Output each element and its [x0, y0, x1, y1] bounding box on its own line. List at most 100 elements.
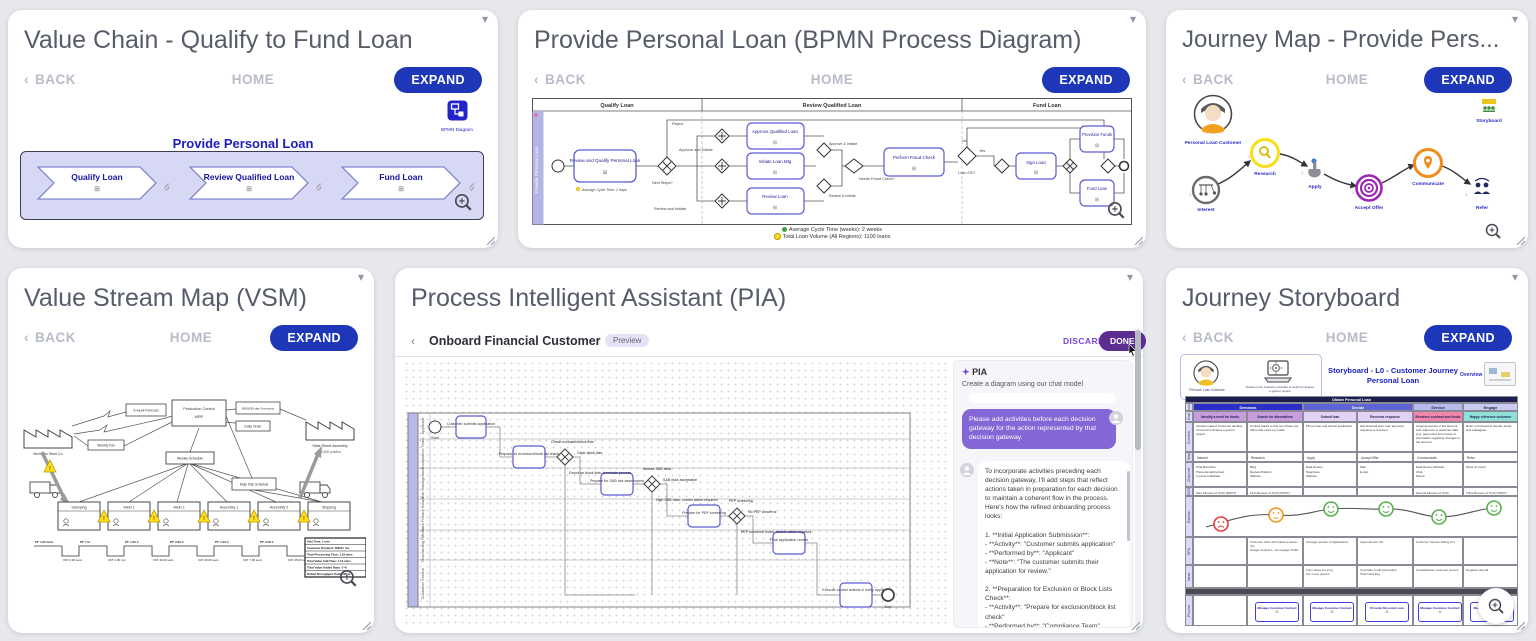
mot-cell: Third Moment of Truth (TMOT)	[1463, 487, 1518, 496]
bpmn-gateway[interactable]	[657, 156, 677, 176]
bpmn-gateway[interactable]	[1100, 158, 1116, 174]
svg-text:PT: 1.00 mins: PT: 1.00 mins	[35, 540, 54, 544]
chevron-left-icon: ‹	[534, 72, 539, 87]
vsm-info-boxes[interactable]: 6-week Forecast Production Control MRP 9…	[87, 399, 281, 491]
overview-link[interactable]: Overview	[1460, 372, 1483, 378]
back-button[interactable]: ‹BACK	[1182, 72, 1234, 87]
chat-header: ✦ PIA	[962, 367, 988, 377]
paperclip-icon	[164, 183, 169, 191]
bpmn-diagram-canvas[interactable]: Qualify Loan Review Qualified Loan Fund …	[532, 98, 1132, 225]
bpmn-gateway[interactable]	[714, 128, 730, 209]
pia-task[interactable]: Customer submits application Prepare for…	[447, 415, 890, 608]
journey-canvas[interactable]: 1 Interest 1 Research 1 Apply 1 Accept O…	[1174, 138, 1520, 238]
bpmn-task[interactable]: Approve Qualified Loan ⊞ Initiate Loan M…	[746, 122, 805, 215]
value-chain-step[interactable]: Qualify Loan ⊞	[36, 166, 157, 200]
expand-button[interactable]: EXPAND	[394, 67, 482, 93]
journey-step-refer[interactable]: 1 Refer	[1465, 177, 1490, 212]
chevron-down-icon[interactable]: ▾	[1511, 270, 1518, 284]
journey-step-interest[interactable]: 1 Interest	[1189, 175, 1221, 213]
resize-handle[interactable]	[361, 620, 371, 630]
storyboard-info-box[interactable]: Persona: Loan Customer Solution tool: Cu…	[1180, 354, 1322, 400]
chevron-down-icon[interactable]: ▾	[1511, 12, 1518, 26]
journey-step-communicate[interactable]: 1 Communicate	[1411, 148, 1444, 188]
journey-step-research[interactable]: 1 Research	[1248, 138, 1280, 178]
vsm-canvas[interactable]: Michigan Steel Co State Street Assembly …	[14, 390, 366, 585]
chat-scrollbar[interactable]	[1127, 471, 1130, 541]
done-button[interactable]: DONE	[1099, 331, 1146, 351]
chevron-down-icon[interactable]: ▾	[1129, 12, 1136, 26]
expand-button[interactable]: EXPAND	[1424, 67, 1512, 93]
journey-step-apply[interactable]: 1 Apply	[1301, 158, 1322, 190]
supplier-factory[interactable]: Michigan Steel Co	[23, 429, 73, 456]
idea-cell: Negative referral	[1463, 565, 1518, 588]
card-scrollbar[interactable]	[1135, 328, 1141, 626]
pia-gateways[interactable]	[556, 448, 746, 525]
board-title: Storyboard - L0 - Customer Journey Perso…	[1328, 366, 1458, 385]
zoom-button[interactable]	[1478, 588, 1514, 624]
card-title: Value Chain - Qualify to Fund Loan	[24, 26, 413, 54]
storyboard-label: Storyboard	[1476, 119, 1502, 124]
value-chain-container[interactable]: Qualify Loan ⊞ Review Qualified Loan ⊞ F…	[20, 151, 484, 220]
svg-text:Check exclusion/block lists: Check exclusion/block lists	[551, 440, 594, 444]
chevron-down-icon[interactable]: ▾	[357, 270, 364, 284]
back-chevron-icon[interactable]: ‹	[411, 334, 415, 348]
expand-button[interactable]: EXPAND	[1424, 325, 1512, 351]
lane-header: Review Qualified Loan	[803, 103, 862, 109]
chevron-down-icon[interactable]: ▾	[481, 12, 488, 26]
vsm-process-boxes[interactable]: Stamping Weld 1 Weld 2 Assembly 1 Assemb…	[57, 501, 351, 531]
storyboard-table[interactable]: Obtain Personal Loan Phase Demands Decid…	[1185, 396, 1518, 626]
home-button[interactable]: HOME	[810, 72, 854, 87]
persona-node[interactable]: Personal Loan Customer	[1180, 94, 1246, 146]
value-chain-step[interactable]: Review Qualified Loan ⊞	[188, 166, 309, 200]
expand-button[interactable]: EXPAND	[1042, 67, 1130, 93]
process-box[interactable]: Manage Customer Contact ⊞	[1255, 602, 1299, 622]
back-button[interactable]: ‹BACK	[1182, 330, 1234, 345]
resize-handle[interactable]	[1515, 235, 1525, 245]
svg-text:Assess S&B risks: Assess S&B risks	[643, 467, 671, 471]
pia-bpmn-canvas[interactable]: Applicant Compliance Team Risk Managemen…	[405, 388, 945, 625]
back-button[interactable]: ‹BACK	[24, 72, 76, 87]
storyboard-tool[interactable]: Storyboard	[1464, 98, 1514, 124]
process-box[interactable]: Manage Customer Contact ⊞	[1310, 602, 1354, 622]
svg-text:Stamping: Stamping	[71, 506, 86, 510]
home-button[interactable]: HOME	[1325, 330, 1369, 345]
bpmn-task[interactable]: Review and Qualify Personal Loan ⊞	[570, 149, 641, 183]
home-button[interactable]: HOME	[231, 72, 275, 87]
overview-thumbnail[interactable]	[1484, 362, 1516, 386]
green-dot-icon	[781, 227, 787, 233]
discard-button[interactable]: DISCARD	[1063, 336, 1105, 346]
scrollbar-thumb[interactable]	[1135, 330, 1141, 450]
svg-text:Total Value Add Time: 1.13 min: Total Value Add Time: 1.13 mins	[307, 559, 351, 563]
home-button[interactable]: HOME	[1325, 72, 1369, 87]
resize-handle[interactable]	[1515, 620, 1525, 630]
resize-handle[interactable]	[485, 235, 495, 245]
expand-button[interactable]: EXPAND	[270, 325, 358, 351]
card-bpmn: ▾ Provide Personal Loan (BPMN Process Di…	[518, 10, 1146, 248]
svg-text:Review Loan: Review Loan	[762, 194, 788, 199]
zoom-icon[interactable]	[1484, 222, 1502, 240]
value-chain-step[interactable]: Fund Loan ⊞	[340, 166, 461, 200]
diagram-canvas[interactable]	[403, 360, 947, 625]
svg-text:Prepare for exclusion/block li: Prepare for exclusion/block list check	[499, 452, 560, 456]
mot-cell	[1357, 487, 1413, 496]
back-button[interactable]: ‹BACK	[534, 72, 586, 87]
zoom-icon[interactable]	[453, 192, 473, 212]
kpi-cell	[1463, 537, 1518, 565]
chevron-down-icon[interactable]: ▾	[1126, 270, 1133, 284]
resize-handle[interactable]	[1133, 235, 1143, 245]
row-label: Goal	[1187, 412, 1191, 421]
customer-factory[interactable]: State Street Assembly 18,400 pcs/mo	[305, 421, 355, 454]
back-button[interactable]: ‹BACK	[24, 330, 76, 345]
process-box[interactable]: Provide Personal Loan ⊞	[1365, 602, 1409, 622]
zoom-icon[interactable]	[1106, 200, 1126, 220]
svg-text:⊞: ⊞	[912, 166, 916, 172]
bpmn-diagram-tool[interactable]: BPMN Diagram	[434, 100, 480, 132]
bpmn-task[interactable]: Sign Loan ⊞ Provision Funds ⊞ Fund Loan …	[1015, 125, 1115, 207]
resize-handle[interactable]	[1130, 620, 1140, 630]
lane-labels: Applicant Compliance Team Risk Managemen…	[420, 417, 425, 600]
home-button[interactable]: HOME	[169, 330, 213, 345]
journey-step-accept-offer[interactable]: 1 Accept Offer	[1352, 174, 1384, 212]
process-box[interactable]: Manage Customer Contact ⊞	[1418, 602, 1462, 622]
bpmn-task[interactable]: Perform Fraud Check ⊞	[883, 147, 945, 177]
zoom-icon[interactable]	[338, 568, 358, 588]
